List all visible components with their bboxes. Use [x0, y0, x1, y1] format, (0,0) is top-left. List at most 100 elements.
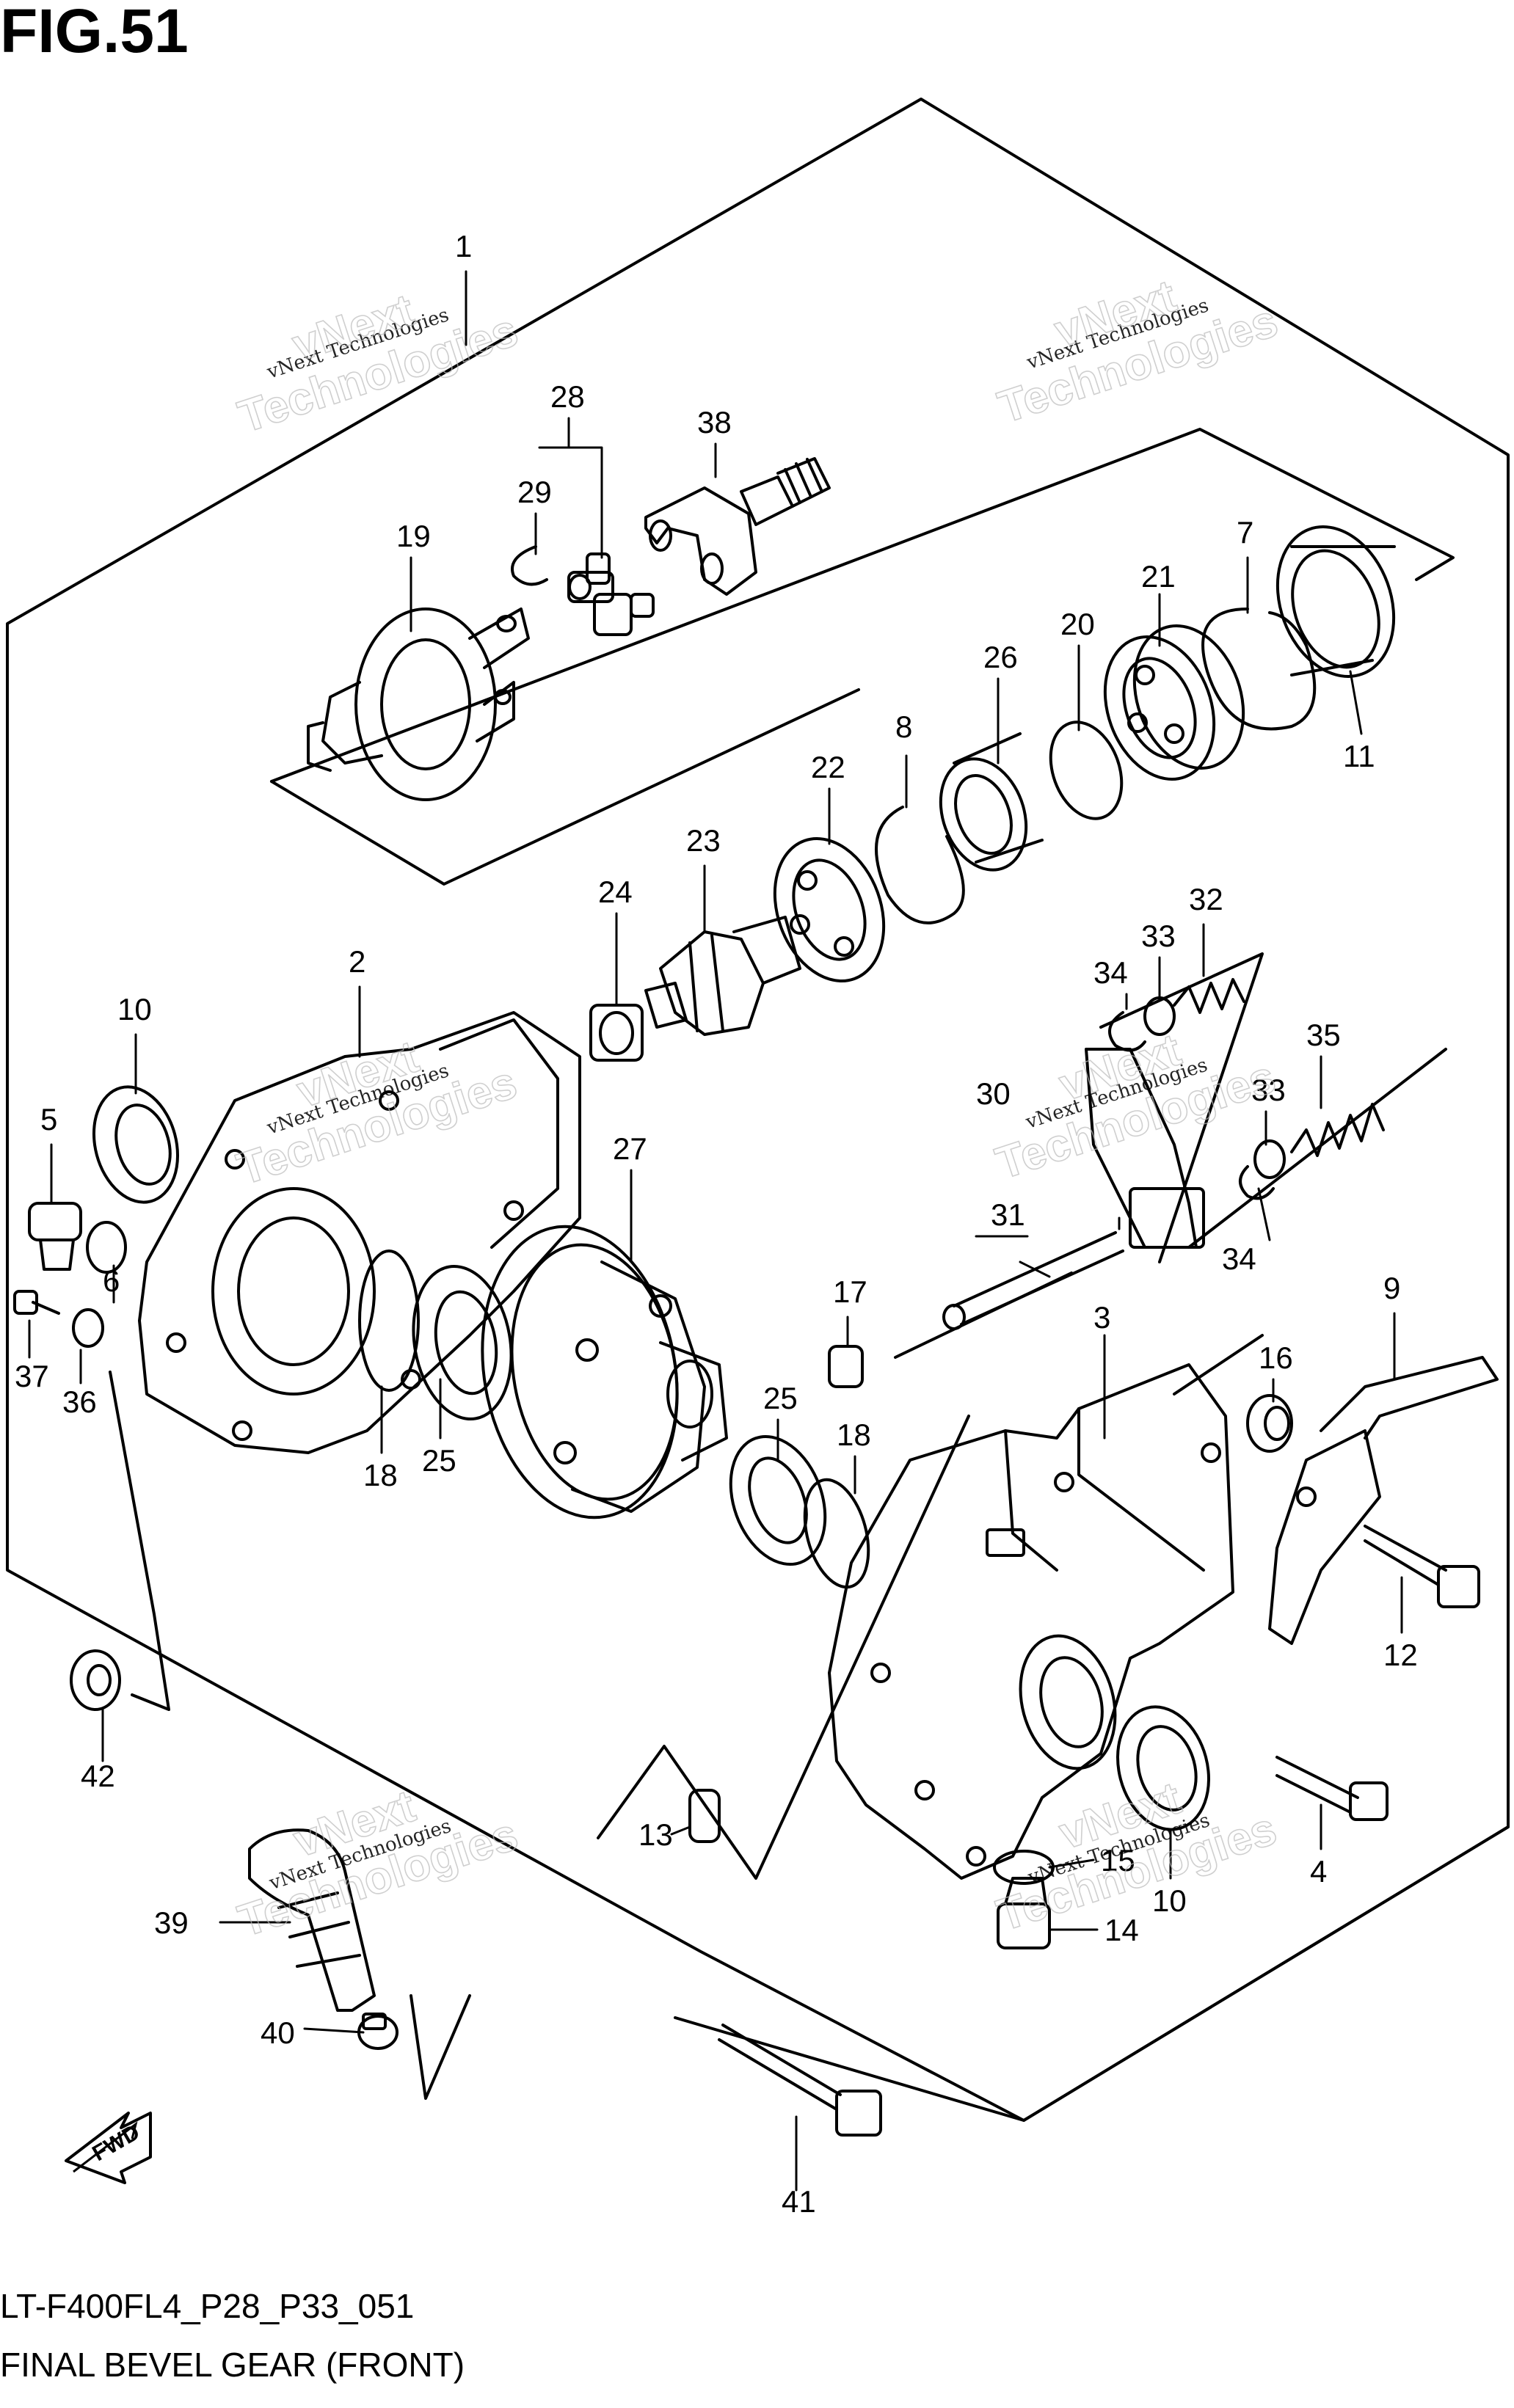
part-10-oil-seal-left [92, 1085, 180, 1204]
assembly-outline [6, 98, 1510, 2122]
callout-25-left: 25 [422, 1443, 456, 1478]
part-24-needle-bearing [589, 1004, 644, 1062]
leader-lines [28, 270, 1403, 2192]
callout-2: 2 [349, 944, 365, 979]
figure-title: FIG.51 [0, 0, 189, 65]
part-30-shift-fork [1085, 1048, 1205, 1249]
callout-28: 28 [550, 379, 585, 414]
part-11-oil-seal [1275, 525, 1396, 678]
part-34-snap-ring-upper [1108, 1011, 1146, 1052]
callout-41: 41 [782, 2184, 816, 2219]
part-17-bushing [828, 1345, 864, 1388]
fwd-arrow-icon: FWD [65, 2112, 152, 2184]
callout-10-right: 10 [1152, 1883, 1187, 1918]
part-36-washer [72, 1308, 104, 1348]
callout-36: 36 [62, 1384, 97, 1419]
diagram-name: FINAL BEVEL GEAR (FRONT) [0, 2346, 465, 2384]
watermark-group: vNext Technologies vNext Technologies vN… [230, 270, 1284, 1947]
callout-35: 35 [1306, 1018, 1341, 1052]
upper-group-frame-lower [270, 688, 860, 886]
upper-group-frame [270, 428, 1455, 783]
part-29-snap-ring [511, 545, 548, 586]
watermark-top-right: vNext Technologies vNext Technologies [991, 270, 1284, 434]
part-28-universal-joint [567, 552, 655, 636]
callout-19: 19 [396, 519, 431, 553]
part-37-bolt [13, 1290, 60, 1315]
callout-8: 8 [895, 709, 912, 744]
callout-29: 29 [517, 475, 552, 509]
callout-3: 3 [1093, 1300, 1110, 1335]
part-32-spring-upper [1173, 978, 1245, 1014]
part-35-spring [1290, 1103, 1385, 1157]
callout-39: 39 [154, 1905, 189, 1940]
callout-23: 23 [686, 823, 721, 858]
callout-20: 20 [1060, 607, 1095, 641]
part-26-needle-bearing [939, 732, 1044, 872]
callout-24: 24 [598, 875, 633, 909]
callout-26: 26 [983, 640, 1018, 674]
callout-4: 4 [1310, 1854, 1327, 1889]
part-22-bearing [773, 837, 886, 982]
callout-11: 11 [1343, 739, 1375, 773]
callout-34-upper: 34 [1093, 955, 1128, 990]
callout-labels: 1 2 3 4 5 6 7 8 9 10 10 11 12 13 14 15 1… [15, 229, 1418, 2219]
callout-33-upper: 33 [1141, 919, 1176, 953]
watermark-bottom-left: vNext Technologies vNext Technologies [232, 1780, 525, 1947]
callout-14: 14 [1104, 1913, 1139, 1947]
callout-13: 13 [638, 1817, 673, 1852]
part-5-filler-plug [28, 1202, 82, 1271]
callout-21: 21 [1141, 559, 1176, 594]
callout-22: 22 [811, 750, 845, 784]
part-13-pin [688, 1789, 721, 1843]
part-16-bushing [1246, 1394, 1293, 1453]
part-40-clamp [357, 2013, 398, 2050]
part-27-ring-gear-differential [481, 1225, 728, 1519]
callout-40: 40 [261, 2015, 295, 2050]
part-9-bracket [1268, 1356, 1499, 1645]
part-25-bearing-right [729, 1434, 827, 1566]
drawing-code: LT-F400FL4_P28_P33_051 [0, 2287, 415, 2325]
callout-5: 5 [40, 1102, 57, 1136]
callout-15: 15 [1101, 1843, 1135, 1878]
callout-27: 27 [613, 1131, 647, 1166]
part-41-bolt [718, 2024, 882, 2137]
part-2-gear-case [138, 1011, 581, 1454]
part-19-flange-yoke [307, 608, 530, 801]
part-6-gasket [86, 1221, 127, 1274]
callout-37: 37 [15, 1359, 49, 1393]
part-8-circlip [875, 806, 965, 924]
watermark-mid-right: vNext Technologies vNext Technologies [989, 1024, 1282, 1189]
callout-32: 32 [1189, 882, 1223, 916]
callout-1: 1 [455, 229, 472, 263]
part-21-bearing [1103, 624, 1245, 781]
callout-34-lower: 34 [1222, 1241, 1256, 1276]
callout-18-right: 18 [837, 1418, 871, 1452]
callout-25-right: 25 [763, 1381, 798, 1415]
callout-42: 42 [81, 1759, 115, 1793]
part-12-bolt [1364, 1525, 1480, 1608]
part-34-snap-ring-lower [1239, 1165, 1275, 1200]
callout-18-left: 18 [363, 1458, 398, 1492]
part-23-drive-pinion [644, 916, 801, 1036]
callout-7: 7 [1237, 515, 1253, 550]
part-25-bearing-left [412, 1264, 513, 1421]
callout-30: 30 [976, 1076, 1011, 1111]
callout-16: 16 [1259, 1340, 1293, 1375]
part-18-shim-right [803, 1478, 870, 1589]
part-33-washer-lower [1253, 1139, 1286, 1179]
part-3-gear-case [828, 1363, 1234, 1880]
part-38-yoke-shaft [644, 457, 831, 596]
part-20-snap-ring [1049, 720, 1124, 820]
callout-38: 38 [697, 405, 732, 439]
callout-10-left: 10 [117, 992, 152, 1026]
callout-9: 9 [1383, 1271, 1400, 1305]
lower-right-frame [674, 1825, 1510, 2122]
callout-33-lower: 33 [1251, 1073, 1286, 1107]
part-39-boot [248, 1828, 376, 2012]
part-10-oil-seal-right [1116, 1705, 1210, 1831]
callout-17: 17 [833, 1274, 867, 1309]
part-18-shim-left [358, 1249, 420, 1392]
part-42-nut [70, 1649, 121, 1711]
part-14-drain-plug [997, 1877, 1051, 1949]
